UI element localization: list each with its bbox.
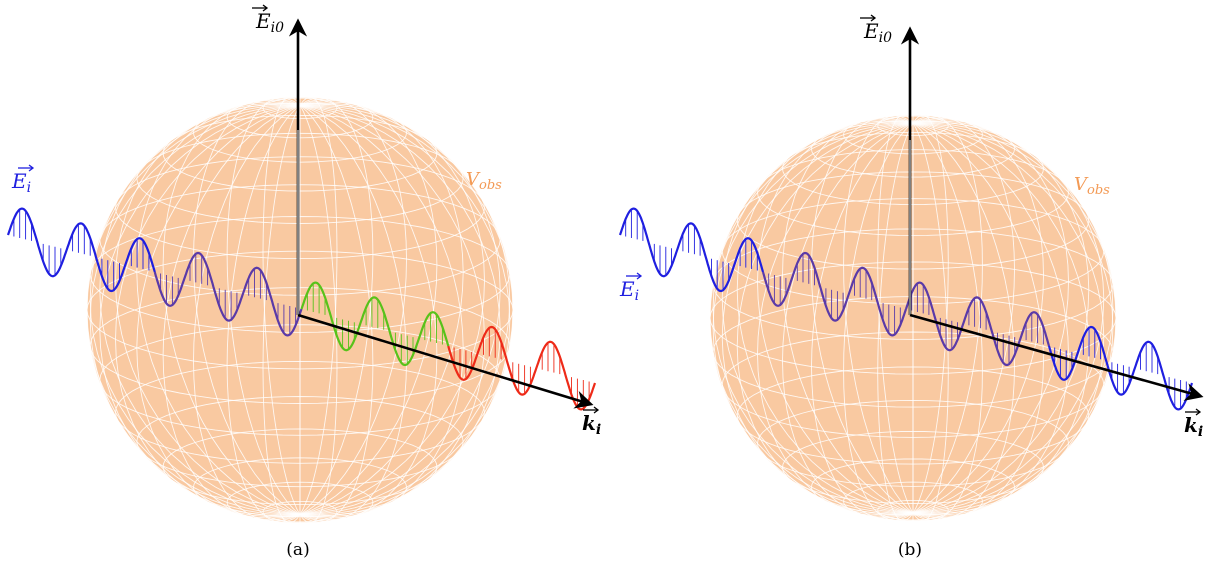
longitude-line	[299, 100, 438, 516]
longitude-line	[757, 122, 914, 517]
longitude-line	[912, 116, 1015, 514]
longitude-line	[712, 122, 914, 514]
longitude-line	[162, 100, 301, 516]
longitude-line	[721, 121, 914, 514]
longitude-line	[299, 97, 374, 516]
longitude-line	[912, 122, 1105, 515]
wave-segment-blue	[6, 207, 156, 293]
wave-segment-purple	[153, 251, 303, 337]
vobs-label-b: Vobs	[1074, 174, 1110, 198]
wave-segment-purple	[761, 251, 908, 337]
k-label-a: ki	[582, 411, 601, 438]
longitude-line	[299, 98, 407, 516]
longitude-line	[912, 115, 983, 514]
longitude-line	[912, 122, 1114, 514]
longitude-line	[912, 122, 1114, 514]
longitude-line	[89, 104, 301, 516]
longitude-line	[299, 104, 511, 516]
longitude-line	[262, 105, 301, 524]
longitude-line	[162, 104, 301, 520]
longitude-line	[99, 103, 301, 516]
longitude-line	[912, 114, 949, 514]
longitude-line	[299, 104, 501, 517]
longitude-line	[843, 122, 914, 521]
e0-label-a: Ei0	[255, 9, 284, 36]
caption-b: (b)	[898, 540, 922, 560]
longitude-line	[782, 117, 914, 514]
sphere-outline	[709, 114, 1117, 522]
longitude-line	[912, 117, 1044, 514]
vector-arrows-b	[626, 14, 1202, 416]
caption-a: (a)	[286, 540, 309, 560]
ei-label-a: Ei	[11, 169, 31, 196]
wave-segment-blue	[1047, 325, 1194, 411]
longitude-line	[912, 122, 1044, 519]
longitude-line	[299, 104, 438, 520]
e0-label-b: Ei0	[863, 19, 892, 46]
sphere-outline	[86, 96, 514, 524]
longitude-line	[89, 104, 301, 516]
longitude-line	[712, 122, 914, 514]
longitude-line	[299, 101, 464, 516]
longitude-line	[299, 104, 511, 516]
k-axis-b	[909, 313, 1204, 401]
longitude-line	[877, 122, 914, 522]
longitude-line	[226, 104, 301, 523]
panel-a: Ei0 Ei ki Vobs (a)	[6, 4, 601, 560]
ei-label-b: Ei	[619, 277, 639, 304]
panel-b: Ei0 Ei ki Vobs (b)	[618, 14, 1204, 560]
wave-segment-green	[300, 281, 450, 367]
sphere-b	[709, 114, 1117, 522]
longitude-line	[811, 122, 914, 520]
vobs-label-a: Vobs	[466, 169, 502, 193]
longitude-line	[136, 104, 301, 519]
k-label-b: ki	[1184, 413, 1203, 440]
wave-segment-blue	[618, 207, 765, 293]
longitude-line	[912, 119, 1069, 514]
longitude-line	[193, 104, 301, 522]
longitude-line	[299, 96, 338, 515]
longitude-line	[782, 122, 914, 519]
k-axis-a	[297, 313, 594, 409]
wave-segment-purple	[904, 281, 1051, 367]
vector-arrows-a	[18, 4, 600, 414]
